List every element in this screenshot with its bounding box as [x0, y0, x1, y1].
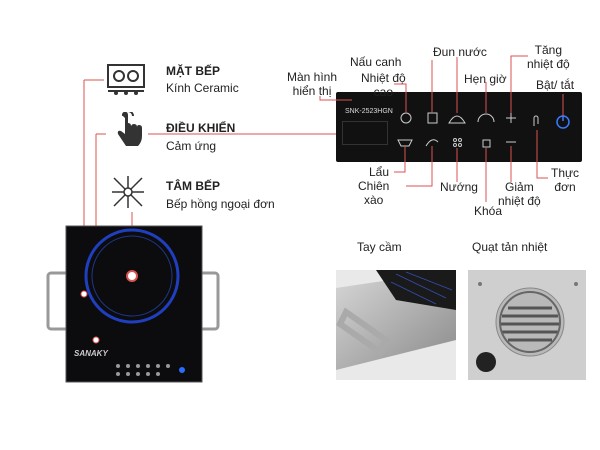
infrared-center-icon: [108, 172, 148, 212]
touch-hand-icon: [108, 112, 148, 152]
photo-label-fan: Quạt tản nhiệt: [472, 240, 548, 254]
label-menu-line1: Thực: [551, 166, 580, 180]
label-fry: Chiên xào: [358, 179, 389, 207]
panel-model-label: SNK-2523HGN: [345, 108, 393, 115]
feature-title-control: ĐIỀU KHIỂN: [166, 121, 236, 135]
feature-subtitle-center: Bếp hồng ngoại đơn: [166, 197, 275, 211]
label-high-temp: Nhiệt độ cao: [361, 71, 406, 99]
fan-photo: [468, 270, 586, 380]
label-soup: Nấu canh: [350, 55, 402, 69]
label-high-temp-line1: Nhiệt độ: [361, 71, 406, 85]
label-hotpot: Lẩu: [369, 165, 390, 179]
feature-subtitle-surface: Kính Ceramic: [166, 81, 239, 95]
label-temp-up-line2: nhiệt độ: [527, 57, 570, 71]
label-temp-up-line1: Tăng: [534, 43, 563, 57]
label-display-screen-line1: Màn hình: [287, 70, 338, 84]
label-menu-line2: đơn: [554, 180, 576, 194]
label-fry-line2: xào: [364, 193, 384, 207]
label-menu: Thực đơn: [551, 166, 579, 194]
label-display-screen: Màn hình hiển thị: [287, 70, 337, 98]
feature-title-surface: MẶT BẾP: [166, 64, 220, 78]
panel-display-window: [342, 121, 388, 145]
burner-grid-icon: [106, 60, 146, 100]
photo-label-handle: Tay cầm: [357, 240, 402, 254]
label-boil-water: Đun nước: [433, 45, 487, 59]
feature-title-center: TÂM BẾP: [166, 179, 220, 193]
label-timer: Hẹn giờ: [464, 72, 507, 86]
label-temp-down-line2: nhiệt độ: [498, 194, 541, 208]
label-lock: Khóa: [474, 204, 503, 218]
label-power: Bật/ tắt: [536, 78, 575, 92]
label-temp-down-line1: Giảm: [505, 180, 534, 194]
label-temp-down: Giảm nhiệt độ: [498, 180, 541, 208]
label-fry-line1: Chiên: [358, 179, 390, 193]
feature-subtitle-control: Cảm ứng: [166, 139, 217, 153]
label-grill: Nướng: [440, 180, 478, 194]
label-high-temp-line2: cao: [373, 85, 394, 99]
control-panel: [336, 92, 582, 162]
label-temp-up: Tăng nhiệt độ: [527, 43, 570, 71]
stove-brand-label: SANAKY: [74, 349, 108, 358]
label-display-screen-line2: hiển thị: [292, 84, 332, 98]
handle-photo: [336, 270, 456, 380]
